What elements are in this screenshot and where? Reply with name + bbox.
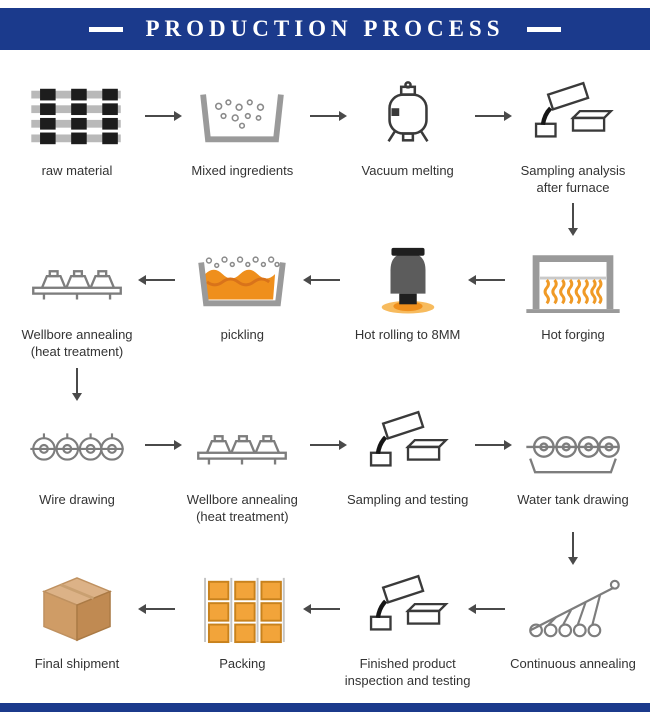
step-label: Sampling and testing xyxy=(346,491,469,507)
mixing-tub-icon xyxy=(177,80,307,152)
arrow-right-icon xyxy=(309,111,347,121)
wellbore-annealing-icon xyxy=(177,409,307,481)
step-wire-drawing: Wire drawing xyxy=(12,409,142,508)
step-sampling-analysis: Sampling analysis after furnace xyxy=(508,80,638,196)
wellbore-annealing-icon xyxy=(12,244,142,316)
shipping-box-icon xyxy=(12,573,142,645)
step-label: Finished product inspection and testing xyxy=(344,655,471,689)
step-vacuum-melting: Vacuum melting xyxy=(343,80,473,179)
step-finished-inspection: Finished product inspection and testing xyxy=(343,573,473,689)
step-label: raw material xyxy=(41,163,113,178)
hot-forging-frame-icon xyxy=(508,244,638,316)
arrow-down-icon xyxy=(72,367,82,401)
step-water-tank-drawing: Water tank drawing xyxy=(508,409,638,508)
step-continuous-annealing: Continuous annealing xyxy=(508,573,638,672)
pouring-crucible-icon xyxy=(508,80,638,152)
arrow-left-icon xyxy=(302,603,340,614)
process-row-3: Wire drawing Wellbore annealing (heat tr… xyxy=(12,409,638,525)
step-label: Water tank drawing xyxy=(517,491,629,507)
flow-diagram: raw material Mixed ingredients Vacuum me… xyxy=(0,50,650,689)
arrow-down-icon xyxy=(568,531,578,565)
step-wellbore-annealing-2: Wellbore annealing (heat treatment) xyxy=(177,409,307,525)
step-final-shipment: Final shipment xyxy=(12,573,142,672)
step-label: Wellbore annealing (heat treatment) xyxy=(186,491,298,524)
page-title: PRODUCTION PROCESS xyxy=(145,16,505,41)
arrow-left-icon xyxy=(468,603,506,614)
step-label: Sampling analysis after furnace xyxy=(520,163,626,196)
step-mixed-ingredients: Mixed ingredients xyxy=(177,80,307,179)
step-label: Wire drawing xyxy=(39,491,115,507)
arrow-down-icon xyxy=(568,203,578,237)
step-packing: Packing xyxy=(177,573,307,672)
step-label: Mixed ingredients xyxy=(191,163,294,178)
step-hot-rolling: Hot rolling to 8MM xyxy=(343,244,473,343)
header-dash-left-icon xyxy=(89,26,124,32)
step-label: Final shipment xyxy=(34,655,120,671)
arrow-right-icon xyxy=(144,439,182,450)
header-band: PRODUCTION PROCESS xyxy=(0,8,650,50)
pickling-bath-icon xyxy=(177,244,307,316)
pouring-crucible-icon xyxy=(343,573,473,645)
step-label: Vacuum melting xyxy=(361,163,454,178)
step-pickling: pickling xyxy=(177,244,307,343)
step-label: Wellbore annealing (heat treatment) xyxy=(21,327,133,360)
step-label: pickling xyxy=(220,327,264,343)
arrow-left-icon xyxy=(137,603,175,614)
arrow-left-icon xyxy=(302,275,340,286)
step-label: Hot rolling to 8MM xyxy=(354,327,461,343)
arrow-left-icon xyxy=(137,275,175,286)
step-hot-forging: Hot forging xyxy=(508,244,638,343)
row-connector-2 xyxy=(12,361,638,409)
step-raw-material: raw material xyxy=(12,80,142,179)
arrow-right-icon xyxy=(309,439,347,450)
pouring-crucible-icon xyxy=(343,409,473,481)
process-row-4: Final shipment Packing Finished product … xyxy=(12,573,638,689)
step-label: Continuous annealing xyxy=(510,655,636,671)
process-row-1: raw material Mixed ingredients Vacuum me… xyxy=(12,80,638,196)
continuous-annealing-lines-icon xyxy=(508,573,638,645)
step-label: Packing xyxy=(219,655,266,671)
vacuum-vessel-icon xyxy=(343,80,473,152)
water-tank-spools-icon xyxy=(508,409,638,481)
arrow-left-icon xyxy=(468,275,506,286)
step-label: Hot forging xyxy=(541,327,605,343)
hot-rolling-furnace-icon xyxy=(343,244,473,316)
arrow-right-icon xyxy=(475,111,513,121)
step-wellbore-annealing-1: Wellbore annealing (heat treatment) xyxy=(12,244,142,360)
row-connector-1 xyxy=(12,196,638,244)
raw-material-icon xyxy=(12,80,142,152)
arrow-right-icon xyxy=(144,111,182,121)
arrow-right-icon xyxy=(475,439,513,450)
footer-band xyxy=(0,703,650,712)
wire-spools-icon xyxy=(12,409,142,481)
row-connector-3 xyxy=(12,525,638,573)
packing-grid-icon xyxy=(177,573,307,645)
process-row-2: Wellbore annealing (heat treatment) pick… xyxy=(12,244,638,360)
header-dash-right-icon xyxy=(526,26,561,32)
step-sampling-testing: Sampling and testing xyxy=(343,409,473,508)
